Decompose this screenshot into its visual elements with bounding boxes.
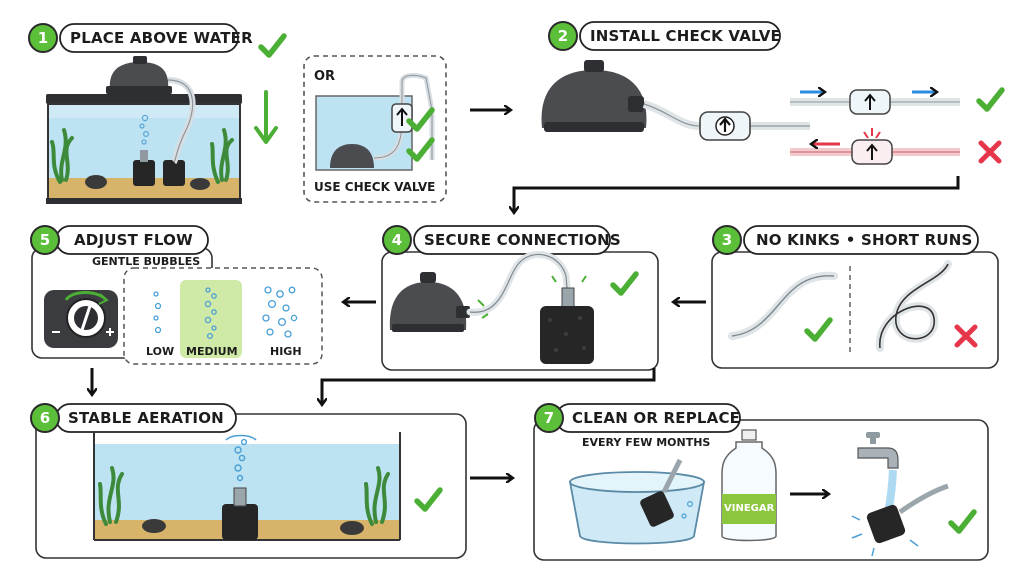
step-7-panel xyxy=(533,403,989,561)
step-badge-4: 4 xyxy=(382,225,412,255)
step-badge-1: 1 xyxy=(28,23,58,53)
flow-subtitle: GENTLE BUBBLES xyxy=(92,255,201,268)
basin-illustration xyxy=(568,458,706,545)
step-title-5: ADJUST FLOW xyxy=(74,231,193,249)
flow-level-high: HIGH xyxy=(270,345,302,358)
sponge-filter-icon xyxy=(540,275,594,364)
kinked-tube xyxy=(875,260,952,352)
cross-icon xyxy=(981,143,999,161)
rinsed-sponge xyxy=(851,483,949,557)
air-pump-icon xyxy=(541,60,647,132)
clean-subtitle: EVERY FEW MONTHS xyxy=(582,436,711,449)
alt-caption: USE CHECK VALVE xyxy=(314,180,436,194)
step-badge-5: 5 xyxy=(30,225,60,255)
smooth-tube xyxy=(728,271,838,340)
step-badge-3: 3 xyxy=(712,225,742,255)
flow-dial-icon xyxy=(44,290,118,348)
step-6-panel xyxy=(35,403,467,559)
step-title-7: CLEAN OR REPLACE xyxy=(572,409,741,427)
alt-tank-illustration xyxy=(315,72,432,171)
flow-level-medium: MEDIUM xyxy=(186,345,238,358)
step-badge-7: 7 xyxy=(534,403,564,433)
step-badge-6: 6 xyxy=(30,403,60,433)
low-bubbles xyxy=(153,291,162,334)
vinegar-label: VINEGAR xyxy=(724,503,775,514)
tank-illustration-1 xyxy=(46,56,242,204)
vinegar-bottle-icon xyxy=(721,429,777,542)
step-badge-2: 2 xyxy=(548,21,578,51)
tank-illustration-6 xyxy=(93,432,401,541)
check-icon xyxy=(261,36,284,55)
step-5-panel xyxy=(31,225,323,365)
flow-level-low: LOW xyxy=(146,345,175,358)
step-2-panel xyxy=(541,21,1002,165)
arrow-2-4 xyxy=(514,176,960,212)
alt-or-label: OR xyxy=(314,69,336,84)
step-title-6: STABLE AERATION xyxy=(68,409,224,427)
step-4-panel xyxy=(381,225,659,371)
step-title-1: PLACE ABOVE WATER xyxy=(70,29,253,47)
check-valve-icon xyxy=(699,111,751,141)
medium-bubbles xyxy=(204,287,217,340)
correct-flow-row xyxy=(790,90,1002,115)
high-bubbles xyxy=(262,286,298,338)
wrong-flow-row xyxy=(790,128,999,165)
step-title-2: INSTALL CHECK VALVE xyxy=(590,27,781,45)
air-pump-icon xyxy=(389,272,470,332)
step-title-3: NO KINKS • SHORT RUNS xyxy=(756,231,973,249)
check-icon xyxy=(979,90,1002,109)
arrow-4-6 xyxy=(322,368,656,404)
step-3-panel xyxy=(711,225,999,369)
down-arrow-icon xyxy=(254,90,278,144)
step-1-panel xyxy=(46,23,447,204)
step-title-4: SECURE CONNECTIONS xyxy=(424,231,621,249)
